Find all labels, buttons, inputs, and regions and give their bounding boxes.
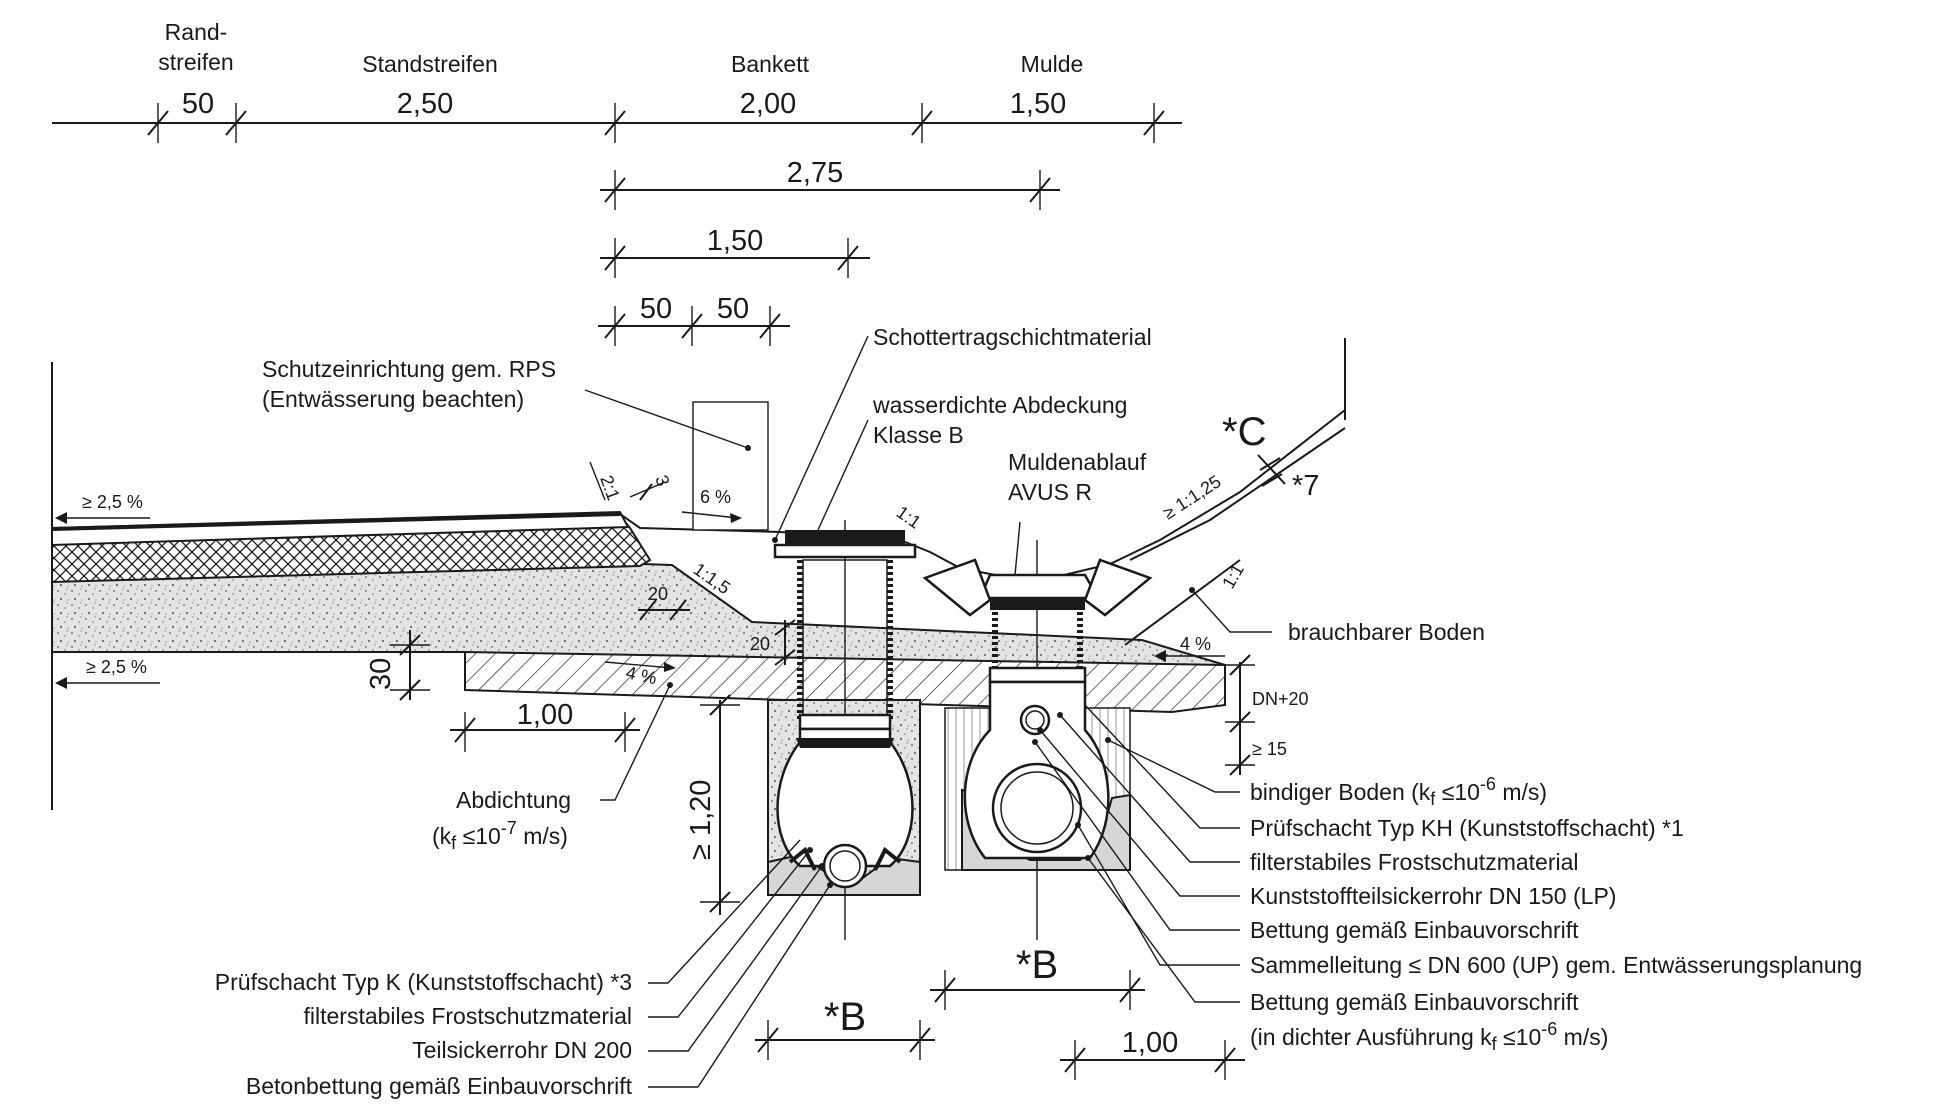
note-bindiger-boden: bindiger Boden (kf ≤10-6 m/s) (1250, 774, 1547, 809)
shaft-type-k (773, 520, 917, 940)
note-sammelleitung: Sammelleitung ≤ DN 600 (UP) gem. Entwäss… (1250, 952, 1862, 978)
dim-1-20: ≥ 1,20 (685, 780, 717, 860)
slope-1-1-left: 1:1 (893, 502, 925, 533)
dim-c: *C (1222, 410, 1266, 454)
label-schutzeinrichtung-2: (Entwässerung beachten) (262, 386, 524, 412)
wearing-course (51, 512, 621, 531)
muldenablauf-wing-left (922, 558, 992, 617)
top-dimension-chain: 50 2,50 2,00 1,50 (52, 88, 1182, 143)
bankett-surface (619, 409, 1346, 580)
note-pruefschacht-k: Prüfschacht Typ K (Kunststoffschacht) *3 (215, 969, 632, 995)
dim-2-75: 2,75 (787, 157, 843, 189)
dim-1-50: 1,50 (707, 225, 763, 257)
pipe-dn150 (1019, 704, 1051, 736)
label-mulde: Mulde (1021, 51, 1084, 77)
dim-1-00-left: 1,00 (517, 699, 573, 731)
protection-device-rps (692, 401, 769, 531)
pipe-dn600 (991, 762, 1083, 854)
dim-dn-20: DN+20 (1252, 689, 1309, 709)
slope-1-1-lower (1124, 559, 1241, 646)
dim-30: 30 (365, 658, 397, 690)
note-filterstabil-right: filterstabiles Frostschutzmaterial (1250, 849, 1579, 875)
label-schottertragschicht: Schottertragschichtmaterial (873, 324, 1152, 350)
dim-1-50-mulde: 1,50 (1010, 88, 1066, 120)
label-randstreifen-line1: Rand- (165, 19, 228, 45)
note-filterstabil-left: filterstabiles Frostschutzmaterial (304, 1003, 633, 1029)
label-muldenablauf-1: Muldenablauf (1008, 449, 1147, 475)
dimension-2-75: 2,75 (600, 157, 1060, 210)
shaft-k-bell (776, 727, 914, 868)
note-betonbettung: Betonbettung gemäß Einbauvorschrift (246, 1073, 633, 1099)
note-pruefschacht-kh: Prüfschacht Typ KH (Kunststoffschacht) *… (1250, 815, 1684, 841)
note-teilsickerrohr: Teilsickerrohr DN 200 (412, 1037, 632, 1063)
label-abdeckung-2: Klasse B (873, 422, 964, 448)
slope-2-5-percent-bottom: ≥ 2,5 % (86, 657, 147, 677)
header-labels: Rand- streifen Standstreifen Bankett Mul… (158, 19, 1083, 77)
shaft-type-kh (922, 540, 1153, 940)
label-muldenablauf-2: AVUS R (1008, 479, 1092, 505)
dim-3: 3 (651, 473, 673, 489)
slope-1-1-right: 1:1 (1218, 560, 1248, 592)
dim-1-00-right: 1,00 (1122, 1027, 1178, 1059)
dim-7: *7 (1292, 470, 1319, 502)
label-standstreifen: Standstreifen (362, 51, 498, 77)
label-randstreifen-line2: streifen (158, 49, 233, 75)
dim-50-rand: 50 (182, 88, 214, 120)
upper-labels: Schutzeinrichtung gem. RPS (Entwässerung… (262, 324, 1485, 853)
dim-15: ≥ 15 (1252, 739, 1287, 759)
label-schutzeinrichtung-1: Schutzeinrichtung gem. RPS (262, 356, 556, 382)
slope-2-5-percent-top: ≥ 2,5 % (82, 492, 143, 512)
shaft-k-cover (785, 530, 905, 548)
dim-20-b: 20 (750, 634, 770, 654)
dim-20-a: 20 (648, 584, 668, 604)
dim-50-b: 50 (717, 293, 749, 325)
label-abdeckung-1: wasserdichte Abdeckung (872, 392, 1127, 418)
note-kunststoffteilsickerrohr: Kunststoffteilsickerrohr DN 150 (LP) (1250, 883, 1616, 909)
note-bettung-1: Bettung gemäß Einbauvorschrift (1250, 917, 1579, 943)
label-bankett: Bankett (731, 51, 810, 77)
slope-4-percent-right: 4 % (1180, 634, 1211, 654)
label-brauchbarer-boden: brauchbarer Boden (1288, 619, 1485, 645)
dim-b-left: *B (824, 995, 866, 1039)
note-dichte-ausfuehrung: (in dichter Ausführung kf ≤10-6 m/s) (1250, 1019, 1608, 1054)
label-abdichtung-1: Abdichtung (456, 787, 571, 813)
slope-6-percent: 6 % (700, 487, 731, 507)
dimension-50-50: 50 50 (598, 293, 790, 346)
dim-b-right: *B (1016, 943, 1058, 987)
dimension-1-50: 1,50 (600, 225, 870, 278)
label-abdichtung-2: (kf ≤10-7 m/s) (432, 818, 568, 853)
left-notes: Prüfschacht Typ K (Kunststoffschacht) *3… (215, 839, 833, 1099)
dim-2-00: 2,00 (740, 88, 796, 120)
dim-2-50: 2,50 (397, 88, 453, 120)
right-notes: bindiger Boden (kf ≤10-6 m/s) Prüfschach… (1032, 704, 1862, 1054)
muldenablauf-head (978, 573, 1101, 600)
dim-50-a: 50 (640, 293, 672, 325)
note-bettung-2: Bettung gemäß Einbauvorschrift (1250, 989, 1579, 1015)
mulde-slope-outer (1129, 427, 1346, 561)
